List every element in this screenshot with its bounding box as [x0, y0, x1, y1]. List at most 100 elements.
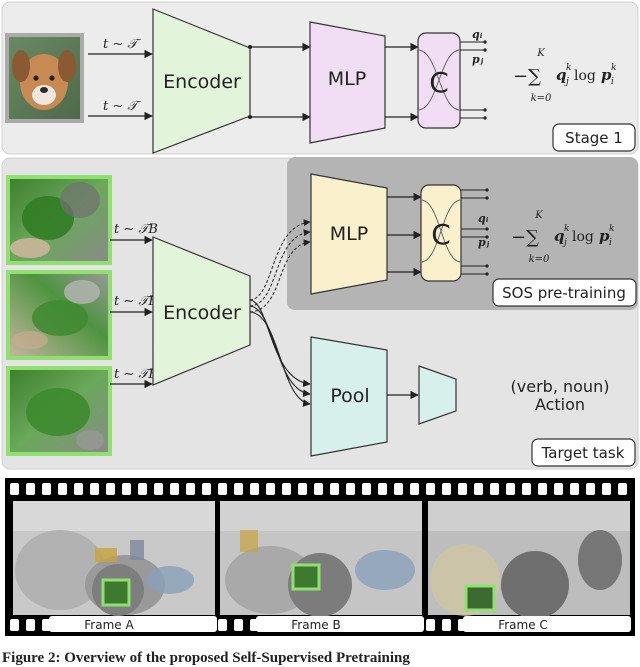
film-frame-b — [220, 501, 422, 617]
film-hole — [234, 619, 243, 631]
svg-text:−∑: −∑ — [513, 66, 541, 87]
film-hole — [186, 483, 195, 495]
stage1-out-q: qᵢ — [472, 28, 483, 41]
svg-text:j: j — [562, 238, 567, 248]
svg-text:log: log — [572, 229, 594, 245]
film-hole — [90, 483, 99, 495]
sos-loss-formula: K −∑ k=0 q k j log p k i — [511, 210, 614, 265]
svg-text:K: K — [534, 210, 543, 221]
svg-text:q: q — [554, 227, 565, 245]
film-hole — [26, 619, 35, 631]
stage1-out-p: pⱼ — [472, 53, 484, 66]
film-hole — [218, 619, 227, 631]
target-frame-3 — [6, 366, 112, 456]
film-hole — [26, 483, 35, 495]
sos-c-label: C — [431, 218, 451, 251]
svg-text:i: i — [609, 238, 612, 248]
film-hole — [42, 619, 51, 631]
figure-caption: Figure 2: Overview of the proposed Self-… — [2, 650, 410, 666]
film-hole — [314, 483, 323, 495]
svg-text:i: i — [611, 77, 614, 87]
target-frame-2 — [6, 270, 112, 360]
stage1-c-label: C — [429, 66, 449, 99]
film-hole — [554, 483, 563, 495]
target-badge — [531, 438, 636, 467]
svg-text:k: k — [609, 224, 614, 234]
film-holes-top — [10, 483, 627, 495]
film-hole — [570, 483, 579, 495]
film-hole — [618, 483, 627, 495]
stage1-mlp — [309, 21, 386, 144]
sos-out-p: pⱼ — [478, 236, 490, 249]
svg-text:k=0: k=0 — [529, 254, 550, 265]
film-hole — [298, 483, 307, 495]
frame-b-label: Frame B — [291, 618, 340, 632]
film-frame-a — [13, 501, 215, 616]
svg-text:k=0: k=0 — [531, 93, 552, 104]
dog-image — [5, 33, 84, 123]
film-hole — [138, 483, 147, 495]
film-hole — [538, 483, 547, 495]
film-hole — [346, 483, 355, 495]
film-frame-c — [428, 501, 630, 619]
film-hole — [506, 483, 515, 495]
frame-c-label: Frame C — [498, 618, 548, 632]
target-sample-2: t ∼ 𝒯B — [114, 294, 158, 309]
film-hole — [122, 483, 131, 495]
svg-text:q: q — [556, 66, 567, 84]
sos-out-q: qᵢ — [478, 212, 489, 225]
sos-mlp — [310, 173, 388, 295]
sos-badge-label: SOS pre-training — [502, 284, 626, 302]
film-hole — [474, 483, 483, 495]
stage1-badge — [552, 123, 636, 152]
sos-mlp-label: MLP — [330, 223, 368, 245]
svg-text:p: p — [599, 227, 610, 245]
target-badge-label: Target task — [541, 444, 625, 462]
film-hole — [602, 483, 611, 495]
action-line1: (verb, noun) — [511, 377, 610, 396]
film-hole — [378, 483, 387, 495]
stage1-badge-label: Stage 1 — [565, 129, 623, 147]
film-hole — [458, 483, 467, 495]
target-sample-3: t ∼ 𝒯B — [114, 367, 158, 382]
target-sample-1: t ∼ 𝒯B — [114, 222, 158, 237]
pool-block — [310, 336, 388, 457]
pool-label: Pool — [330, 385, 369, 407]
film-hole — [282, 483, 291, 495]
film-hole — [426, 483, 435, 495]
stage1-loss-formula: K −∑ k=0 q k j log p k i — [513, 48, 616, 104]
svg-text:k: k — [611, 63, 616, 73]
svg-text:p: p — [601, 66, 612, 84]
stage1-mlp-label: MLP — [328, 68, 366, 90]
svg-text:k: k — [566, 63, 571, 73]
film-hole — [522, 483, 531, 495]
film-hole — [266, 483, 275, 495]
film-hole — [490, 483, 499, 495]
film-hole — [58, 483, 67, 495]
film-hole — [170, 483, 179, 495]
svg-text:j: j — [564, 77, 569, 87]
target-encoder-label: Encoder — [163, 302, 241, 324]
film-hole — [106, 483, 115, 495]
film-hole — [394, 483, 403, 495]
film-hole — [202, 483, 211, 495]
sos-c-block — [420, 184, 462, 282]
sos-badge — [492, 278, 637, 307]
film-hole — [10, 619, 19, 631]
stage1-sample-top: t ∼ 𝒯 — [103, 37, 141, 52]
frame-a-label: Frame A — [84, 618, 134, 632]
classifier-block — [418, 365, 457, 425]
film-hole — [362, 483, 371, 495]
film-hole — [42, 483, 51, 495]
film-hole — [426, 619, 435, 631]
film-hole — [442, 483, 451, 495]
film-hole — [410, 483, 419, 495]
action-line2: Action — [535, 395, 585, 414]
film-hole — [234, 483, 243, 495]
film-hole — [586, 483, 595, 495]
stage1-encoder-label: Encoder — [163, 71, 241, 93]
target-encoder — [152, 236, 251, 386]
stage1-sample-bottom: t ∼ 𝒯 — [103, 99, 141, 114]
film-hole — [154, 483, 163, 495]
